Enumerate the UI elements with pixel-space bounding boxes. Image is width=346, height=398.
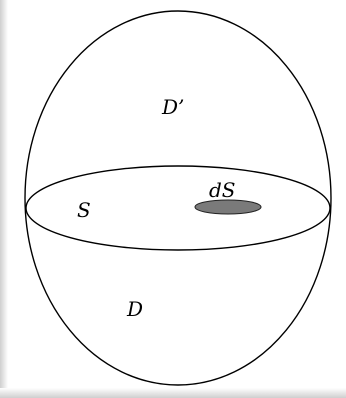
label-lower-region: D [126,297,143,321]
outer-sphere-boundary [24,10,332,386]
dividing-surface-s [25,165,331,251]
left-edge-shadow [0,0,8,398]
label-surface-element: dS [209,178,236,202]
bottom-edge-shadow [0,388,346,398]
label-surface: S [77,198,91,222]
surface-element-ds [194,199,262,215]
label-upper-region: D’ [161,95,184,119]
